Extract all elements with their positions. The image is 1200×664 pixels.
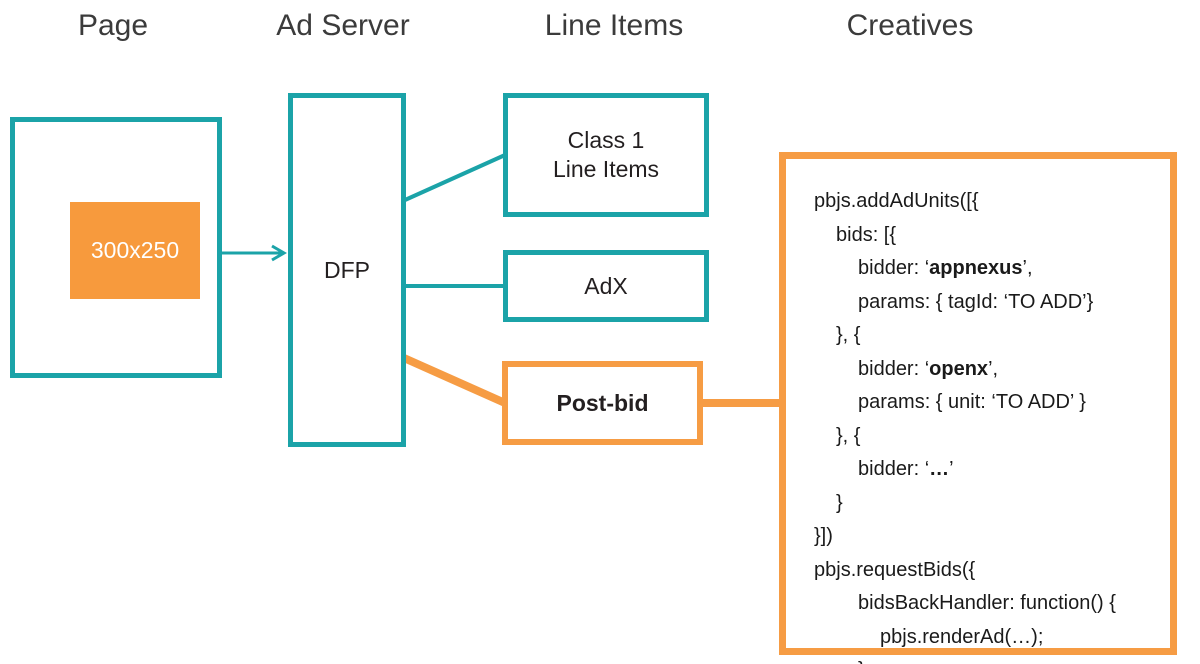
line-item-box-adx: AdX — [503, 250, 709, 322]
code-line: bidder: ‘openx’, — [858, 357, 999, 380]
line-item-box-class1: Class 1 Line Items — [503, 93, 709, 217]
line-item-box-postbid: Post-bid — [502, 361, 703, 445]
code-line: }, { — [836, 324, 861, 346]
column-header-page: Page — [77, 9, 149, 42]
code-line: params: { unit: ‘TO ADD’ } — [858, 391, 1086, 413]
creative-code-listing: pbjs.addAdUnits([{ bids: [{ bidder: ‘appne… — [786, 159, 1170, 664]
line-item-class1-line2: Line Items — [552, 156, 660, 182]
code-line: }, { — [836, 424, 861, 447]
code-line: params: { tagId: ‘TO ADD’} — [858, 290, 1094, 313]
code-line: pbjs.renderAd(…); — [880, 625, 1044, 648]
code-line: pbjs.addAdUnits([{ — [814, 190, 979, 212]
connector-dfp-to-postbid — [402, 354, 507, 407]
line-item-postbid-label: Post-bid — [556, 389, 649, 416]
code-line: } — [814, 654, 1170, 664]
creative-slot-label: 300x250 — [90, 237, 180, 263]
creative-slot-300x250: 300x250 — [70, 202, 200, 299]
code-line: bidder: ‘appnexus’, — [858, 257, 1033, 279]
line-item-class1-label: Class 1 Line Items — [553, 126, 659, 184]
connector-dfp-to-class1 — [404, 153, 506, 202]
code-line: }]) — [814, 525, 833, 547]
code-line: bids: [{ — [836, 223, 897, 246]
column-header-creatives: Creatives — [846, 9, 974, 42]
line-item-adx-label: AdX — [584, 272, 628, 299]
creative-code-box: pbjs.addAdUnits([{ bids: [{ bidder: ‘appne… — [779, 152, 1177, 664]
ad-server-label: DFP — [324, 256, 370, 283]
code-line: } — [836, 491, 843, 514]
column-header-ad-server: Ad Server — [276, 9, 410, 42]
code-line: bidsBackHandler: function() { — [858, 592, 1116, 614]
ad-server-box-dfp: DFP — [288, 93, 406, 447]
column-header-line-items: Line Items — [544, 9, 684, 42]
code-line: bidder: ‘…’ — [858, 458, 954, 480]
line-item-class1-line1: Class 1 — [567, 127, 645, 153]
code-line: pbjs.requestBids({ — [814, 558, 976, 581]
